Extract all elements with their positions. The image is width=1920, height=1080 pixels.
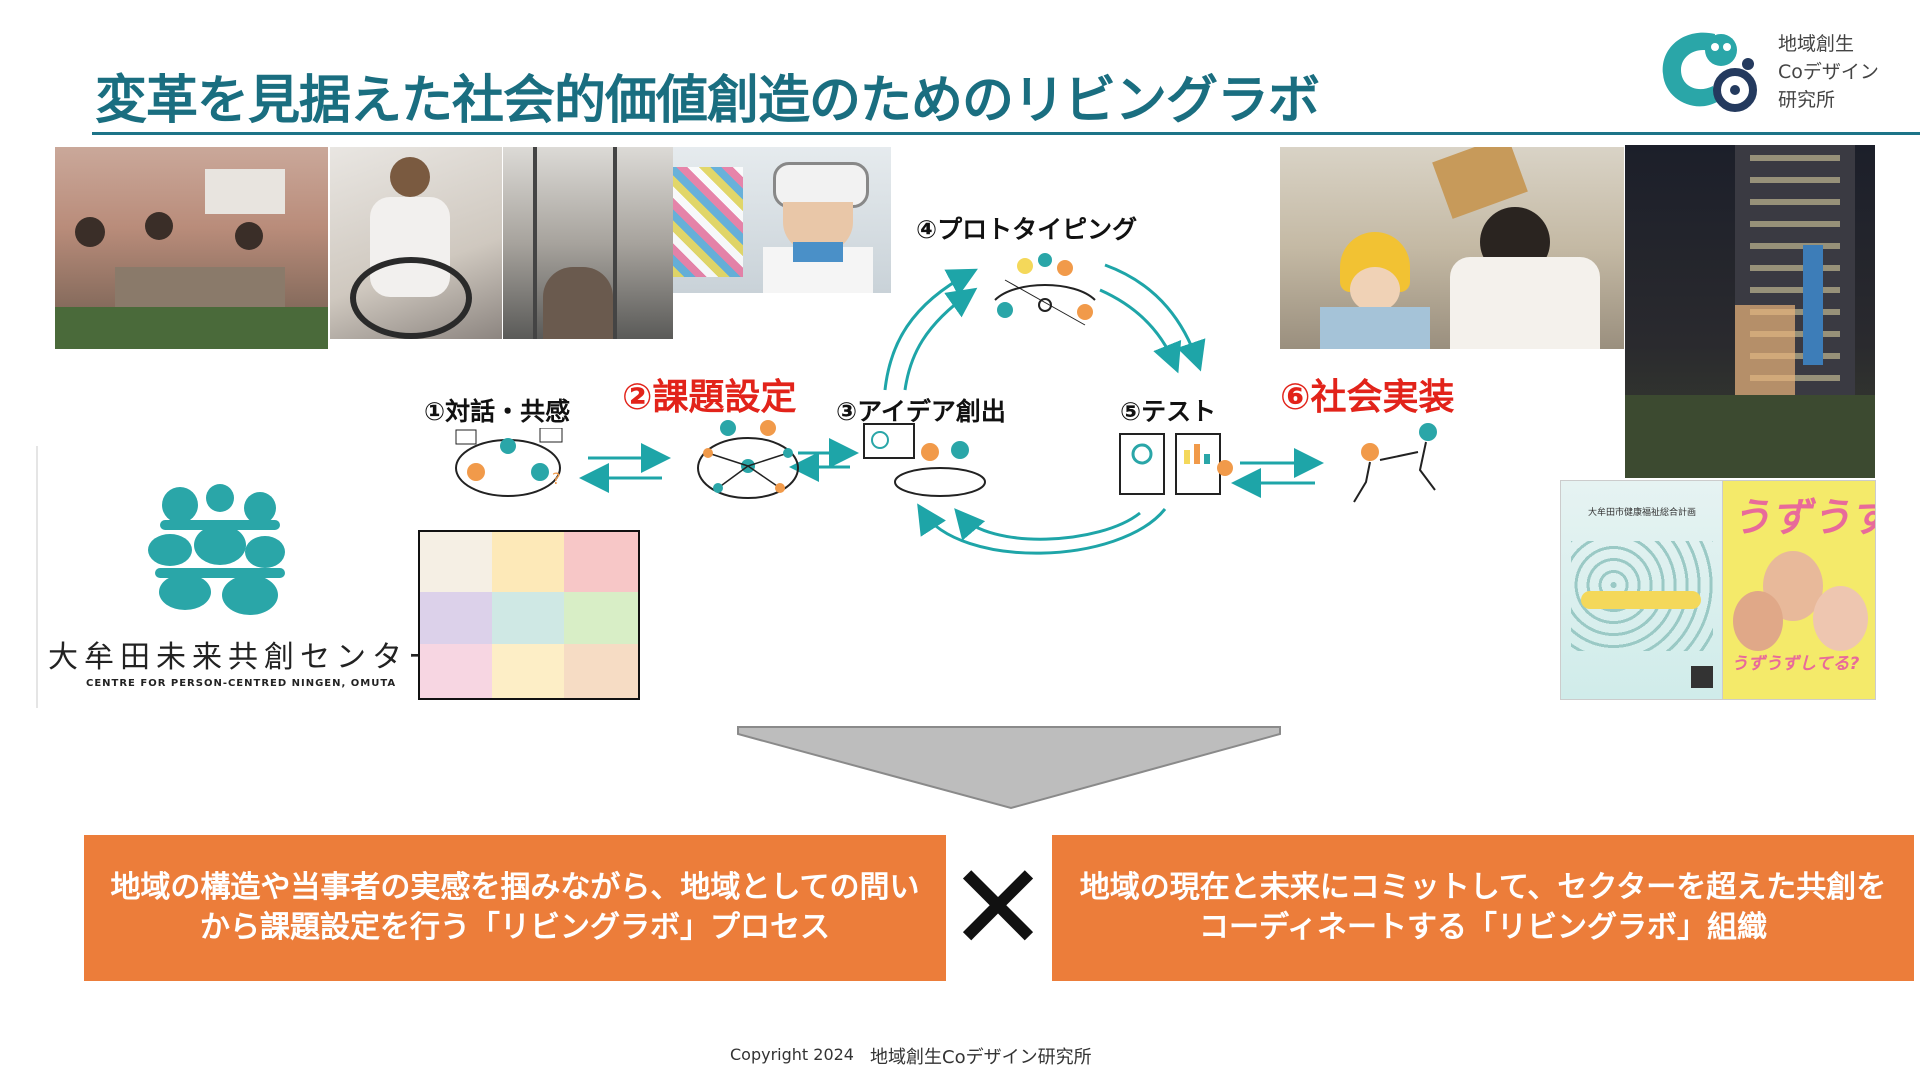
dialogue-icon: ? — [455, 428, 563, 497]
magazine-caption: うずうずしてる? — [1731, 654, 1860, 674]
step-5-label: ⑤テスト — [1120, 397, 1217, 426]
title-underline — [92, 132, 1920, 135]
cross-icon: ✕ — [947, 838, 1049, 978]
org-name-jp: 大牟田未来共創センター — [48, 640, 444, 675]
process-poster — [418, 530, 640, 700]
issue-setting-icon — [697, 420, 799, 499]
funnel-arrow — [737, 726, 1281, 810]
logo-line-2: Coデザイン — [1778, 61, 1879, 83]
implementation-icon — [1353, 423, 1437, 503]
photo-children-box — [1280, 147, 1624, 349]
photo-vr-headset — [673, 147, 891, 293]
process-box: 地域の構造や当事者の実感を掴みながら、地域としての問いから課題設定を行う「リビン… — [84, 835, 946, 981]
page-title: 変革を見据えた社会的価値創造のためのリビングラボ — [95, 71, 1320, 131]
organization-box-text: 地域の現在と未来にコミットして、セクターを超えた共創をコーディネートする「リビン… — [1079, 870, 1887, 945]
brochure-health-plan: 大牟田市健康福祉総合計画 — [1560, 480, 1724, 700]
magazine-title: うずうず — [1731, 495, 1876, 541]
test-icon — [1119, 433, 1233, 495]
divider — [36, 446, 38, 708]
photo-meeting — [55, 147, 328, 349]
footer-copyright: Copyright 2024 — [730, 1045, 854, 1064]
logo-mark-icon — [1655, 22, 1760, 117]
org-logo-icon — [140, 480, 300, 620]
prototyping-icon — [994, 253, 1096, 326]
svg-text:?: ? — [552, 469, 561, 488]
org-name-en: CENTRE FOR PERSON-CENTRED NINGEN, OMUTA — [86, 678, 397, 689]
logo-text: 地域創生 Coデザイン 研究所 — [1778, 30, 1879, 114]
process-box-text: 地域の構造や当事者の実感を掴みながら、地域としての問いから課題設定を行う「リビン… — [110, 870, 920, 945]
step-6-label: ⑥社会実装 — [1280, 377, 1455, 418]
step-4-label: ④プロトタイピング — [916, 215, 1138, 244]
magazine-uzuuzu: うずうず うずうずしてる? — [1722, 480, 1876, 700]
brochure-title: 大牟田市健康福祉総合計画 — [1587, 508, 1696, 518]
logo-line-3: 研究所 — [1778, 89, 1836, 111]
photo-person-hose — [330, 147, 502, 339]
photo-stairs — [503, 147, 673, 339]
photo-night-building — [1625, 145, 1875, 478]
footer-org: 地域創生Coデザイン研究所 — [870, 1047, 1092, 1068]
step-2-label: ②課題設定 — [622, 377, 797, 418]
logo-line-1: 地域創生 — [1778, 33, 1855, 55]
process-cycle-diagram — [579, 263, 1324, 555]
step-3-label: ③アイデア創出 — [836, 397, 1006, 426]
step-1-label: ①対話・共感 — [424, 397, 571, 426]
organization-box: 地域の現在と未来にコミットして、セクターを超えた共創をコーディネートする「リビン… — [1052, 835, 1914, 981]
idea-creation-icon — [863, 423, 986, 497]
